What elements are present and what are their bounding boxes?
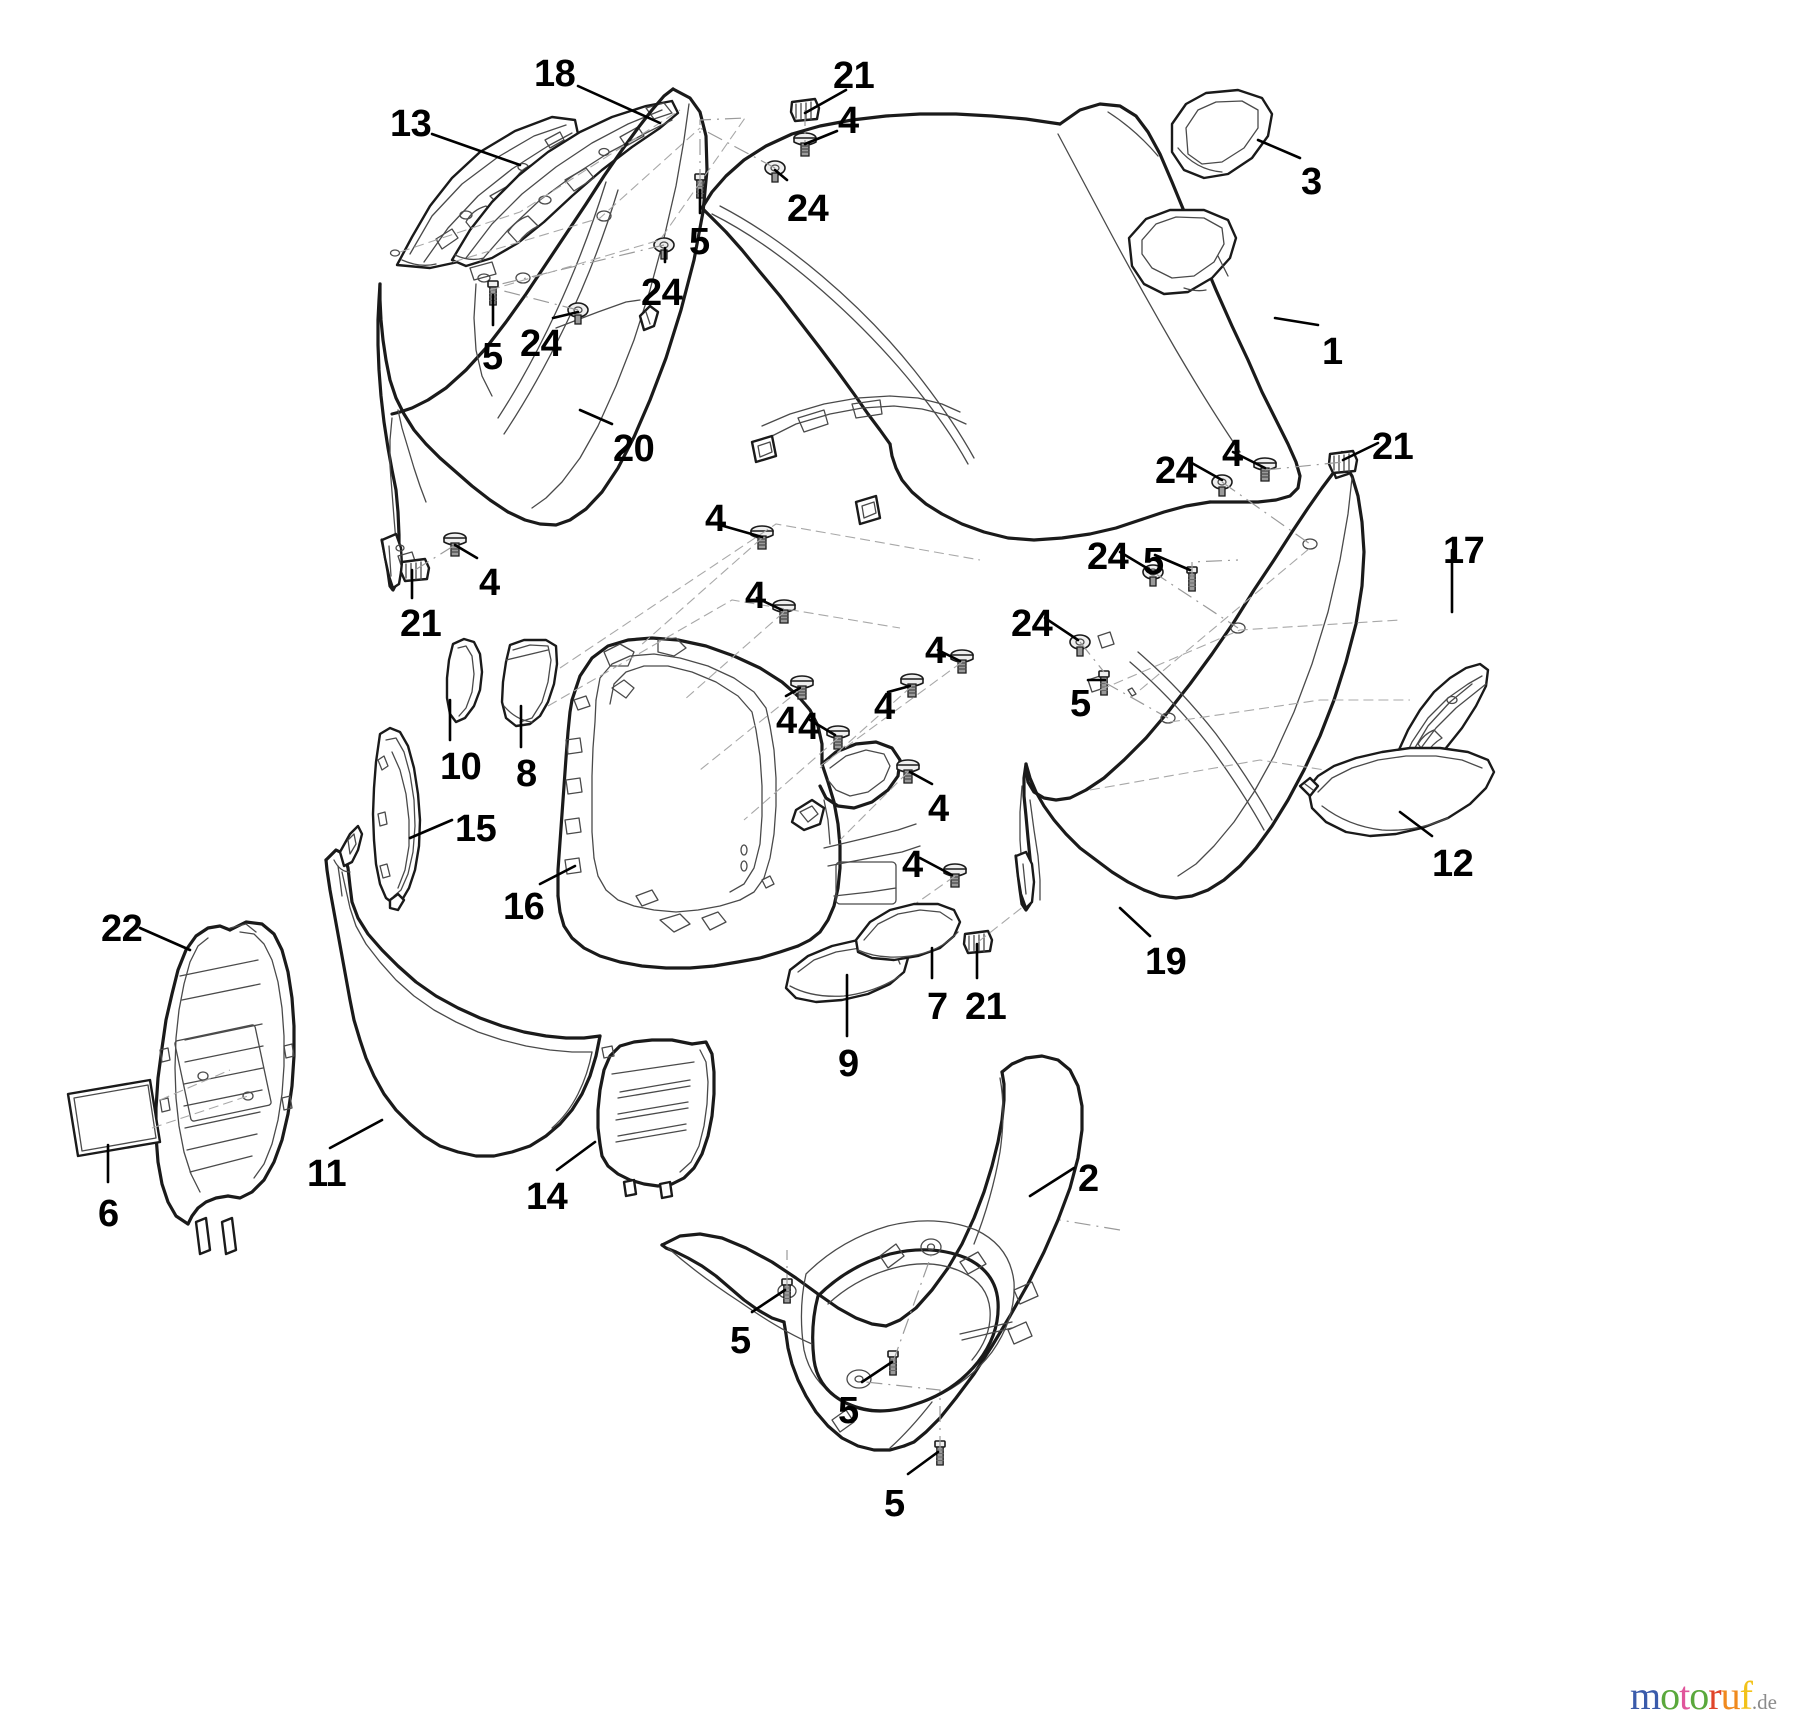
watermark-letter: r — [1708, 1673, 1721, 1718]
part-3-vent-trim-ring — [1170, 88, 1274, 180]
callout-14: 14 — [526, 1176, 568, 1218]
callout-10: 10 — [440, 746, 482, 788]
callout-21: 21 — [400, 603, 442, 645]
callout-24: 24 — [787, 188, 829, 230]
callout-11: 11 — [307, 1153, 347, 1195]
screw-4-e — [790, 675, 814, 700]
screw-4-g — [950, 649, 974, 674]
callout-15: 15 — [455, 808, 497, 850]
callout-16: 16 — [503, 886, 545, 928]
callout-4: 4 — [776, 700, 797, 742]
callout-5: 5 — [482, 336, 503, 378]
part-7-headlight-right — [854, 902, 962, 962]
callout-4: 4 — [705, 498, 726, 540]
callout-12: 12 — [1432, 843, 1474, 885]
watermark-suffix: .de — [1751, 1690, 1777, 1714]
callout-1: 1 — [1322, 331, 1343, 373]
callout-5: 5 — [1070, 683, 1091, 725]
part-19-side-panel-right — [1014, 450, 1366, 912]
callout-19: 19 — [1145, 941, 1187, 983]
part-6-emblem-plate — [66, 1078, 162, 1158]
callout-13: 13 — [390, 103, 432, 145]
callout-5: 5 — [1143, 541, 1164, 583]
callout-24: 24 — [1087, 536, 1129, 578]
callout-4: 4 — [838, 100, 859, 142]
part-20-side-panel-left — [376, 87, 709, 592]
watermark-letter: m — [1630, 1673, 1661, 1718]
motoruf-watermark: motoruf.de — [1630, 1676, 1777, 1716]
callout-24: 24 — [520, 323, 562, 365]
callout-9: 9 — [838, 1043, 859, 1085]
callout-22: 22 — [101, 908, 143, 950]
part-16-dashboard-console — [556, 636, 921, 970]
callout-5: 5 — [884, 1483, 905, 1525]
callout-3: 3 — [1301, 161, 1322, 203]
callout-6: 6 — [98, 1193, 119, 1235]
part-15-corner-trim — [371, 726, 422, 912]
callout-4: 4 — [479, 562, 500, 604]
callout-7: 7 — [927, 986, 948, 1028]
screw-5-c — [1098, 670, 1110, 696]
callout-21: 21 — [1372, 426, 1414, 468]
callout-4: 4 — [745, 575, 766, 617]
watermark-letter: t — [1679, 1673, 1690, 1718]
screw-4-c — [772, 599, 796, 624]
part-12-side-panel-insert — [1298, 746, 1496, 838]
screw-4-f — [826, 725, 850, 750]
watermark-letter: o — [1689, 1673, 1709, 1718]
callout-8: 8 — [516, 753, 537, 795]
part-14-vent-panel — [596, 1038, 716, 1200]
part-10-trim-wedge — [445, 637, 484, 724]
part-11-bumper-fascia — [324, 824, 602, 1158]
callout-leaders — [106, 84, 1454, 1476]
callout-24: 24 — [1011, 603, 1053, 645]
callout-24: 24 — [641, 272, 683, 314]
callout-2: 2 — [1078, 1158, 1099, 1200]
part-22-front-grille — [154, 920, 296, 1256]
part-2-fan-shroud — [660, 1054, 1084, 1452]
screw-4-i — [896, 759, 920, 784]
watermark-letter: o — [1660, 1673, 1680, 1718]
callout-4: 4 — [798, 706, 819, 748]
part-1-hood-top-cover — [700, 102, 1302, 542]
callout-4: 4 — [874, 686, 895, 728]
callout-20: 20 — [613, 428, 655, 470]
callout-4: 4 — [902, 844, 923, 886]
callout-4: 4 — [925, 630, 946, 672]
callout-21: 21 — [965, 986, 1007, 1028]
callout-5: 5 — [689, 221, 710, 263]
callout-24: 24 — [1155, 450, 1197, 492]
callout-21: 21 — [833, 55, 875, 97]
watermark-letter: f — [1739, 1673, 1753, 1718]
callout-5: 5 — [730, 1320, 751, 1362]
callout-4: 4 — [1222, 433, 1243, 475]
part-8-filler-cap — [500, 638, 559, 728]
callout-5: 5 — [838, 1390, 859, 1432]
washer-24-d — [1211, 474, 1233, 497]
callout-18: 18 — [534, 53, 576, 95]
callout-4: 4 — [928, 788, 949, 830]
watermark-letter: u — [1720, 1673, 1741, 1718]
screw-4-j — [943, 863, 967, 888]
callout-17: 17 — [1443, 530, 1485, 572]
